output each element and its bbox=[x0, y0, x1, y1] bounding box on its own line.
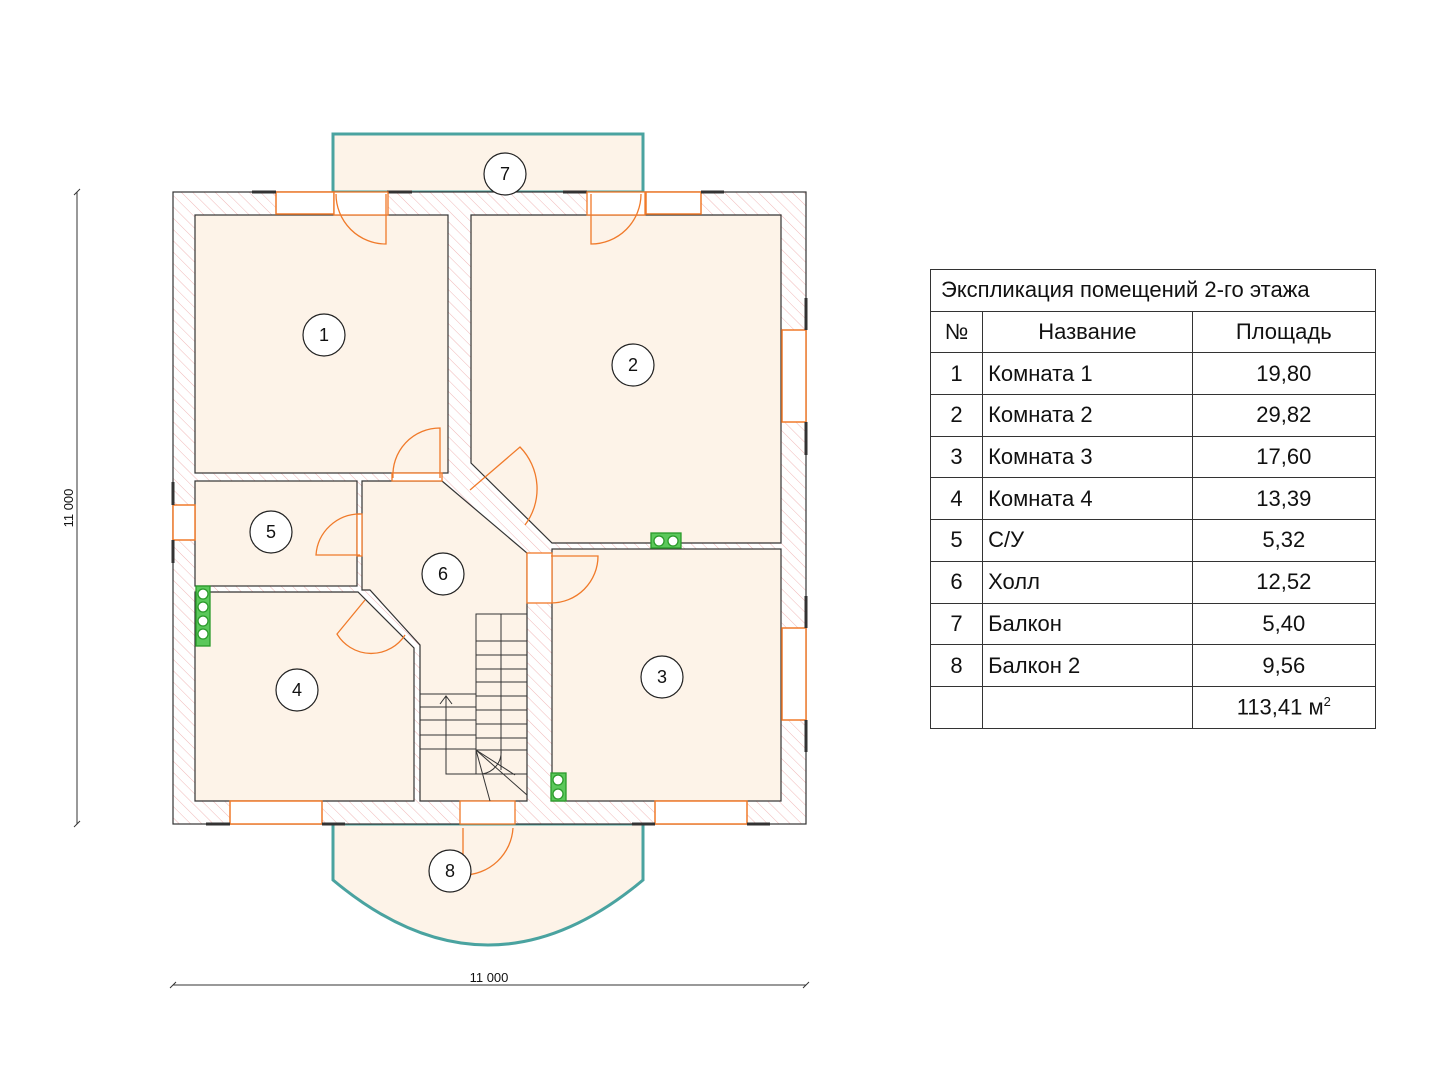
row-number: 1 bbox=[929, 352, 984, 396]
header-number: № bbox=[929, 310, 984, 354]
header-area: Площадь bbox=[1191, 310, 1377, 354]
room-label-3: 3 bbox=[640, 655, 684, 699]
row-name: Комната 3 bbox=[982, 435, 1193, 479]
svg-text:3: 3 bbox=[657, 667, 667, 687]
room-label-4: 4 bbox=[275, 668, 319, 712]
room-label-1: 1 bbox=[302, 313, 346, 357]
table-total-row: 113,41 м2 bbox=[929, 685, 1377, 729]
svg-text:2: 2 bbox=[628, 355, 638, 375]
room-schedule-table: Экспликация помещений 2-го этажа № Назва… bbox=[929, 269, 1377, 729]
row-name: Балкон bbox=[982, 602, 1193, 646]
dimension-vertical: 11 000 bbox=[61, 188, 81, 828]
balcony-8 bbox=[331, 822, 645, 947]
row-area: 9,56 bbox=[1191, 644, 1377, 687]
row-number: 6 bbox=[929, 560, 984, 604]
table-title: Экспликация помещений 2-го этажа bbox=[930, 269, 1376, 312]
table-header-row: № Название Площадь bbox=[929, 310, 1377, 354]
row-number: 5 bbox=[929, 519, 984, 562]
row-area: 12,52 bbox=[1191, 560, 1377, 604]
room-label-8: 8 bbox=[428, 849, 472, 893]
row-area: 13,39 bbox=[1191, 477, 1377, 521]
room-label-2: 2 bbox=[611, 343, 655, 387]
dimension-horizontal: 11 000 bbox=[169, 970, 810, 989]
row-name: Комната 4 bbox=[982, 477, 1193, 521]
window-shutters bbox=[171, 190, 808, 826]
row-name: Холл bbox=[982, 560, 1193, 604]
row-area: 19,80 bbox=[1191, 352, 1377, 396]
total-area: 113,41 м2 bbox=[1191, 685, 1377, 729]
row-number: 8 bbox=[929, 644, 984, 687]
svg-text:5: 5 bbox=[266, 522, 276, 542]
svg-text:6: 6 bbox=[438, 564, 448, 584]
room-label-6: 6 bbox=[421, 552, 465, 596]
row-area: 17,60 bbox=[1191, 435, 1377, 479]
row-name: С/У bbox=[982, 519, 1193, 562]
ventilation-ducts bbox=[195, 532, 682, 802]
header-name: Название bbox=[982, 310, 1193, 354]
row-area: 5,40 bbox=[1191, 602, 1377, 646]
doors bbox=[315, 191, 646, 876]
row-name: Комната 2 bbox=[982, 394, 1193, 437]
windows bbox=[172, 191, 807, 825]
row-number: 2 bbox=[929, 394, 984, 437]
row-name: Комната 1 bbox=[982, 352, 1193, 396]
row-area: 29,82 bbox=[1191, 394, 1377, 437]
row-number: 4 bbox=[929, 477, 984, 521]
room-6-hall bbox=[361, 480, 528, 802]
room-label-5: 5 bbox=[249, 510, 293, 554]
svg-text:4: 4 bbox=[292, 680, 302, 700]
room-label-7: 7 bbox=[483, 152, 527, 196]
staircase bbox=[420, 613, 528, 802]
svg-text:8: 8 bbox=[445, 861, 455, 881]
svg-text:11 000: 11 000 bbox=[61, 489, 76, 528]
svg-text:7: 7 bbox=[500, 164, 510, 184]
row-number: 7 bbox=[929, 602, 984, 646]
svg-text:1: 1 bbox=[319, 325, 329, 345]
row-number: 3 bbox=[929, 435, 984, 479]
svg-text:11 000: 11 000 bbox=[470, 970, 509, 985]
row-name: Балкон 2 bbox=[982, 644, 1193, 687]
row-area: 5,32 bbox=[1191, 519, 1377, 562]
